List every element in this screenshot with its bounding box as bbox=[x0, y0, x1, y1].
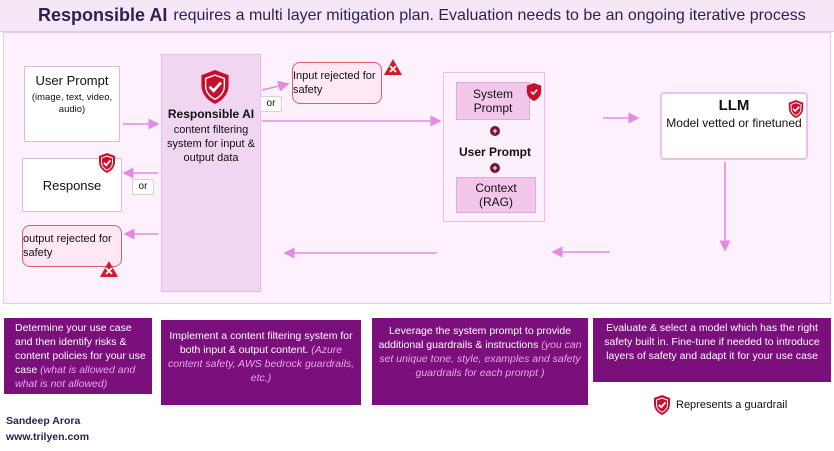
title-bold: Responsible AI bbox=[38, 5, 168, 25]
legend: Represents a guardrail bbox=[652, 394, 787, 416]
llm-title: LLM bbox=[718, 97, 750, 114]
plus-icon: + bbox=[490, 163, 500, 173]
step-box-use-case: Determine your use case and then identif… bbox=[4, 318, 152, 394]
step-text: Determine your use case and then identif… bbox=[15, 322, 146, 376]
title-rest: requires a multi layer mitigation plan. … bbox=[173, 6, 806, 24]
arrow-rai-to-rejected-input bbox=[261, 80, 290, 92]
step-text: Evaluate & select a model which has the … bbox=[604, 322, 820, 362]
shield-check-icon bbox=[201, 70, 229, 104]
user-prompt-subtitle: (image, text, video, audio) bbox=[31, 92, 113, 115]
reject-x-icon bbox=[384, 59, 402, 75]
shield-check-icon bbox=[788, 100, 804, 118]
step-text: Leverage the system prompt to provide ad… bbox=[378, 325, 572, 351]
step-note: (what is allowed and what is not allowed… bbox=[15, 364, 136, 390]
step-text: Implement a content filtering system for… bbox=[169, 330, 353, 356]
input-rejected-box: Input rejected for safety bbox=[292, 62, 382, 104]
llm-description: Model vetted or finetuned bbox=[666, 116, 802, 130]
legend-label: Represents a guardrail bbox=[676, 399, 788, 411]
title-bar: Responsible AI requires a multi layer mi… bbox=[0, 0, 834, 32]
author-name: Sandeep Arora bbox=[6, 415, 81, 427]
system-prompt-box: System Prompt bbox=[456, 82, 530, 120]
step-box-content-filtering: Implement a content filtering system for… bbox=[161, 320, 361, 405]
response-box: Response bbox=[22, 158, 122, 212]
reject-x-icon bbox=[100, 261, 118, 277]
or-label: or bbox=[260, 96, 282, 112]
step-note: (Azure content safety, AWS bedrock guard… bbox=[168, 344, 354, 384]
output-rejected-label: output rejected for safety bbox=[23, 233, 112, 259]
input-rejected-label: Input rejected for safety bbox=[293, 70, 376, 96]
step-box-system-prompt: Leverage the system prompt to provide ad… bbox=[372, 318, 588, 405]
system-prompt-label: System Prompt bbox=[472, 87, 513, 115]
plus-icon: + bbox=[490, 126, 500, 136]
author-website: www.trilyen.com bbox=[6, 431, 90, 443]
step-box-model-selection: Evaluate & select a model which has the … bbox=[593, 318, 831, 382]
user-prompt-middle-label: User Prompt bbox=[458, 145, 532, 159]
response-label: Response bbox=[42, 177, 102, 193]
step-note: (you can set unique tone, style, example… bbox=[379, 339, 582, 379]
llm-box: LLM Model vetted or finetuned bbox=[660, 92, 808, 160]
context-rag-label: Context (RAG) bbox=[475, 181, 517, 209]
responsible-ai-description: content filtering system for input & out… bbox=[166, 124, 256, 164]
or-label: or bbox=[132, 179, 154, 195]
responsible-ai-title: Responsible AI bbox=[167, 107, 255, 121]
user-prompt-title: User Prompt bbox=[35, 73, 109, 88]
shield-check-icon bbox=[654, 395, 670, 415]
user-prompt-box: User Prompt (image, text, video, audio) bbox=[24, 66, 120, 142]
shield-check-icon bbox=[526, 83, 542, 101]
output-rejected-box: output rejected for safety bbox=[22, 225, 122, 267]
diagram-panel bbox=[3, 32, 831, 304]
shield-check-icon bbox=[99, 153, 115, 173]
context-rag-box: Context (RAG) bbox=[456, 177, 536, 213]
